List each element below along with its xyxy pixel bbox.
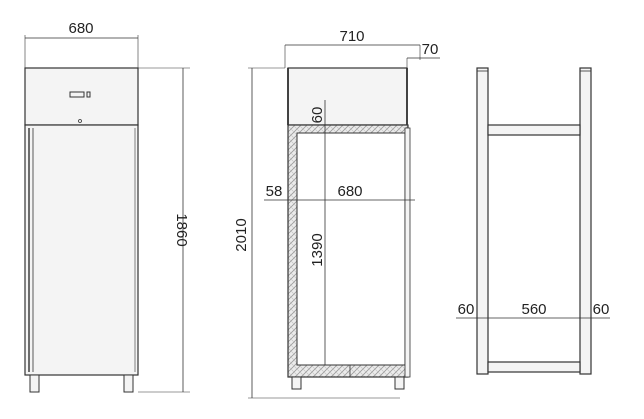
display-icon <box>69 91 85 98</box>
frame-left-margin-label: 60 <box>458 301 475 318</box>
top-insulation-label: 60 <box>309 107 326 124</box>
top-crossbar <box>487 124 581 136</box>
switch-icon <box>86 91 91 98</box>
inner-cavity <box>296 132 406 366</box>
right-post <box>579 67 592 375</box>
top-unit <box>287 67 408 126</box>
inner-width-label: 680 <box>337 183 362 200</box>
door-profile <box>404 127 411 378</box>
section-view <box>248 44 440 399</box>
indicator-icon <box>78 119 82 123</box>
total-height-label: 2010 <box>233 218 250 251</box>
front-width-label: 680 <box>68 20 93 37</box>
side-insulation-label: 58 <box>266 183 283 200</box>
frame-inner-width-label: 560 <box>521 301 546 318</box>
front-height-label: 1860 <box>173 213 190 246</box>
inner-height-label: 1390 <box>309 233 326 266</box>
front-view <box>24 35 190 393</box>
cabinet-door <box>24 124 139 376</box>
section-width-label: 710 <box>339 28 364 45</box>
frame-right-margin-label: 60 <box>593 301 610 318</box>
right-foot <box>123 374 134 393</box>
bottom-crossbar <box>487 361 581 373</box>
left-foot <box>29 374 40 393</box>
left-post <box>476 67 489 375</box>
frame-view <box>456 67 610 375</box>
depth-offset-label: 70 <box>422 41 439 58</box>
